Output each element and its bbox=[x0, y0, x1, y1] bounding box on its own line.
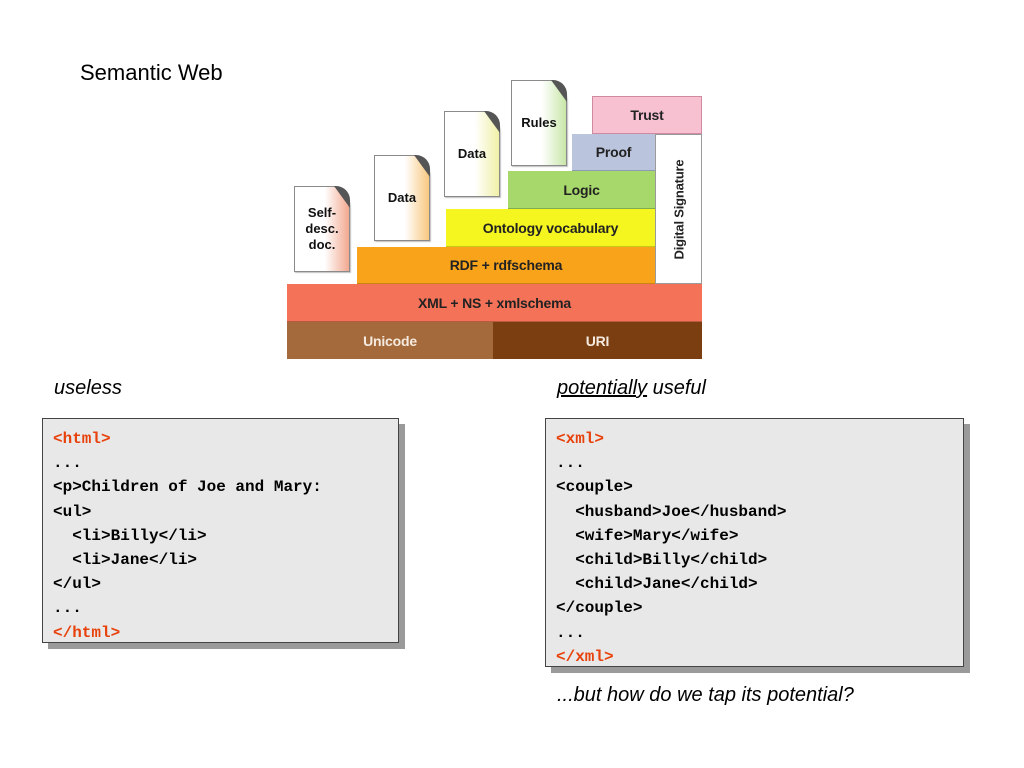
xml-code-line: <child>Billy</child> bbox=[556, 551, 768, 570]
html-code-box: <html>... <p>Children of Joe and Mary: <ul… bbox=[42, 418, 399, 643]
html-code-line: <ul> bbox=[53, 502, 92, 521]
layer-proof: Proof bbox=[572, 134, 655, 171]
data-doc-label: Data bbox=[387, 190, 417, 205]
html-code-line: <html> bbox=[53, 430, 111, 448]
html-code-line: ... bbox=[53, 599, 82, 618]
xml-code-line: <xml> bbox=[556, 430, 605, 448]
layer-digital-signature: Digital Signature bbox=[655, 134, 702, 284]
caption-potentially: potentially bbox=[557, 377, 648, 399]
data-doc-icon-2: Data bbox=[444, 111, 500, 197]
self-desc-line-3: doc. bbox=[308, 237, 336, 252]
rules-doc-icon: Rules bbox=[511, 80, 567, 166]
data-doc-icon: Data bbox=[374, 155, 430, 241]
xml-code-line: ... bbox=[556, 454, 585, 473]
caption-potentially-useful: potentially useful bbox=[557, 377, 706, 400]
digital-signature-label: Digital Signature bbox=[671, 159, 687, 259]
slide-title: Semantic Web bbox=[80, 60, 223, 85]
xml-code-line: </couple> bbox=[556, 599, 643, 618]
xml-code-line: <wife>Mary</wife> bbox=[556, 526, 739, 545]
html-code-line: <li>Jane</li> bbox=[53, 551, 198, 570]
layer-rdf: RDF + rdfschema bbox=[357, 247, 655, 284]
html-code-line: </ul> bbox=[53, 575, 102, 594]
xml-code-box: <xml>...<couple> <husband>Joe</husband> … bbox=[545, 418, 964, 667]
layer-ontology: Ontology vocabulary bbox=[446, 209, 655, 247]
html-code-line: <p>Children of Joe and Mary: bbox=[53, 478, 322, 497]
layer-uri: URI bbox=[493, 322, 702, 359]
xml-code-line: <child>Jane</child> bbox=[556, 575, 758, 594]
caption-useless: useless bbox=[54, 377, 122, 399]
xml-code-line: <couple> bbox=[556, 478, 633, 497]
caption-useful: useful bbox=[647, 377, 706, 399]
xml-code-line: <husband>Joe</husband> bbox=[556, 502, 787, 521]
html-code-line: </html> bbox=[53, 623, 121, 642]
xml-code-line: ... bbox=[556, 623, 585, 642]
xml-code-line: </xml> bbox=[556, 647, 614, 666]
layer-unicode: Unicode bbox=[287, 322, 493, 359]
rules-doc-label: Rules bbox=[521, 115, 557, 130]
self-desc-doc-icon: Self- desc. doc. bbox=[294, 186, 350, 272]
caption-question: ...but how do we tap its potential? bbox=[557, 684, 854, 706]
self-desc-line-2: desc. bbox=[305, 221, 339, 236]
layer-trust: Trust bbox=[592, 96, 702, 134]
data-doc-label-2: Data bbox=[457, 146, 487, 161]
html-code-line: ... bbox=[53, 454, 82, 473]
self-desc-line-1: Self- bbox=[307, 205, 337, 220]
layer-xml: XML + NS + xmlschema bbox=[287, 284, 702, 322]
layer-logic: Logic bbox=[508, 171, 655, 209]
html-code-line: <li>Billy</li> bbox=[53, 526, 207, 545]
